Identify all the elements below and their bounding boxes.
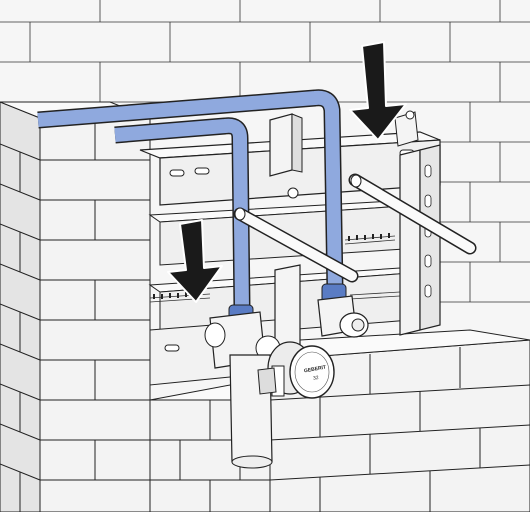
valve-fittings: GEBERIT 32	[204, 295, 369, 469]
blue-pipes	[37, 89, 347, 326]
down-arrow-left	[167, 219, 223, 303]
svg-text:GEBERIT: GEBERIT	[304, 365, 327, 375]
threaded-rods	[233, 173, 477, 283]
down-arrow-right	[349, 41, 407, 141]
geberit-logo: GEBERIT 32	[304, 365, 327, 382]
svg-text:32: 32	[313, 375, 320, 382]
left-brick-column	[0, 101, 151, 512]
